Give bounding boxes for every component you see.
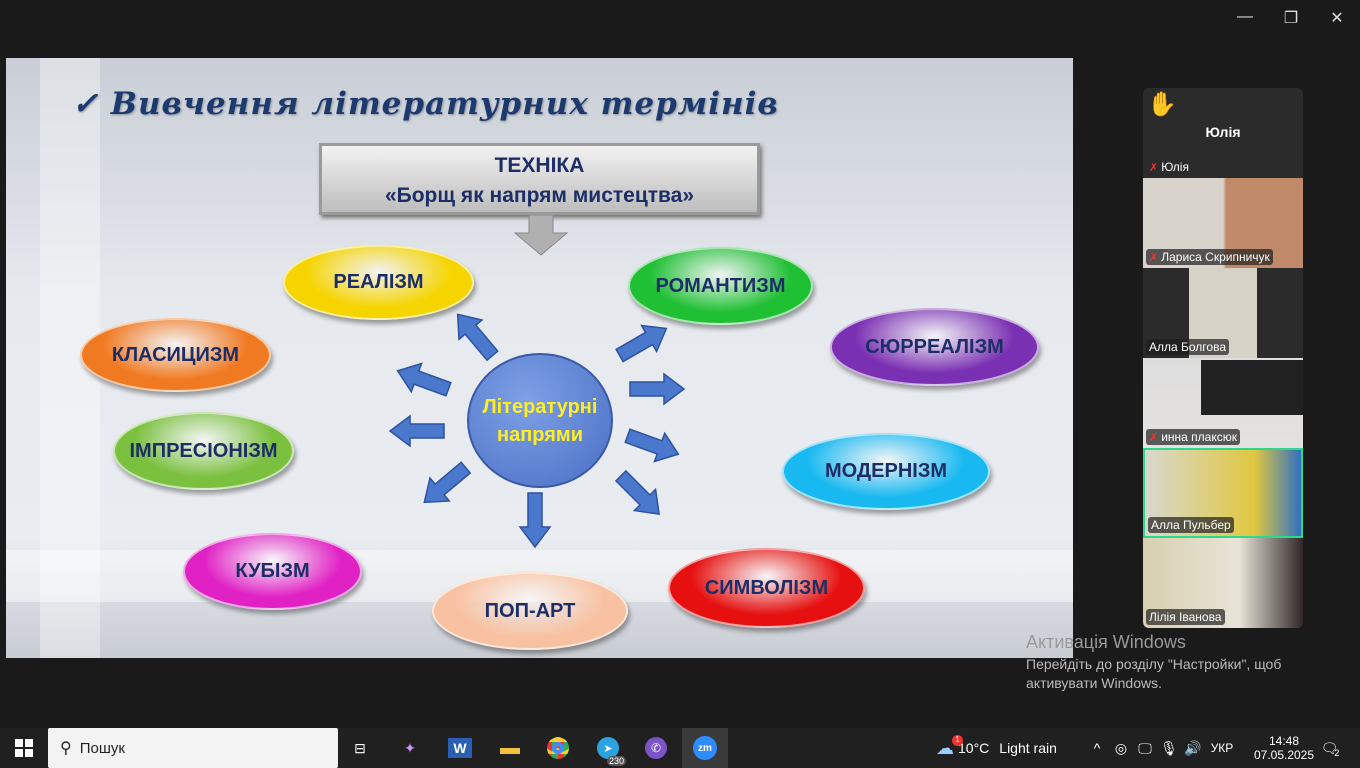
technique-title: ТЕХНІКА (494, 154, 585, 177)
center-circle: Літературні напрями (467, 353, 613, 488)
search-icon: ⚲ (60, 740, 72, 757)
technique-box: ТЕХНІКА «Борщ як напрям мистецтва» (319, 143, 760, 215)
participant-name: инна плаксюк (1161, 430, 1237, 444)
file-explorer-icon[interactable]: ▬ (500, 736, 520, 759)
chrome-icon[interactable] (544, 728, 572, 768)
watermark-text: активувати Windows. (1026, 675, 1162, 691)
movement-ellipse: СИМВОЛІЗМ (668, 548, 865, 628)
movement-label: СЮРРЕАЛІЗМ (865, 335, 1004, 358)
mic-muted-icon: ✗ (1149, 162, 1159, 174)
telegram-badge: 230 (606, 756, 626, 766)
word-icon[interactable]: W (448, 738, 472, 758)
movement-ellipse: РЕАЛІЗМ (283, 245, 474, 320)
participant-tile[interactable]: Лілія Іванова (1143, 538, 1303, 628)
cloud-rain-icon: ☁ (936, 737, 954, 758)
arrow-icon (518, 492, 552, 549)
participant-tile[interactable]: ✗инна плаксюк (1143, 358, 1303, 448)
arrow-icon (614, 469, 660, 515)
technique-subtitle: «Борщ як напрям мистецтва» (384, 184, 695, 207)
network-icon[interactable]: 🖵 (1138, 739, 1152, 756)
participant-tile[interactable]: ✗Лариса Скрипничук (1143, 178, 1303, 268)
arrow-icon (388, 414, 445, 448)
movement-label: СИМВОЛІЗМ (704, 576, 829, 599)
participant-name: Алла Пульбер (1151, 518, 1231, 532)
activation-watermark: Активація Windows Перейдіть до розділу "… (1026, 632, 1281, 691)
participant-name: Лариса Скрипничук (1161, 250, 1270, 264)
time: 14:48 (1268, 734, 1300, 748)
movement-label: МОДЕРНІЗМ (824, 460, 948, 482)
weather-badge: 1 (952, 735, 963, 746)
search-box[interactable]: ⚲ Пошук (48, 728, 338, 768)
task-view-icon[interactable]: ⊟ (354, 739, 366, 756)
arrow-icon (396, 362, 452, 397)
notification-count: 2 (1334, 748, 1340, 758)
language-indicator[interactable]: УКР (1210, 741, 1234, 755)
movement-ellipse: СЮРРЕАЛІЗМ (830, 308, 1039, 386)
down-arrow-icon (513, 215, 569, 256)
telegram-icon[interactable]: ➤230 (594, 728, 626, 768)
movement-label: РОМАНТИЗМ (655, 274, 786, 297)
participant-tile[interactable]: ✋ Юлія ✗Юлія (1143, 88, 1303, 178)
copilot-icon[interactable]: ✦ (404, 739, 416, 756)
movement-ellipse: ІМПРЕСІОНІЗМ (113, 412, 294, 490)
notifications-icon[interactable]: 🗨2 (1320, 739, 1340, 759)
zoom-app-icon[interactable]: zm (682, 728, 728, 768)
shared-slide: ✓ Вивчення літературних термінів ТЕХНІКА… (6, 58, 1073, 658)
arrow-icon (624, 428, 680, 463)
movement-label: ІМПРЕСІОНІЗМ (129, 439, 278, 462)
speaker-name: Юлія (1205, 124, 1241, 140)
movement-label: КУБІЗМ (235, 560, 310, 582)
camera-icon[interactable]: ◎ (1114, 739, 1128, 756)
temperature: 10°C (958, 740, 990, 756)
chevron-up-icon[interactable]: ^ (1093, 740, 1101, 756)
center-label: Літературні напрями (482, 395, 598, 446)
maximize-button[interactable]: ❐ (1283, 10, 1299, 27)
participant-name: Лілія Іванова (1149, 610, 1222, 624)
date: 07.05.2025 (1253, 748, 1315, 762)
participant-tile[interactable]: Алла Пульбер (1143, 448, 1303, 538)
movement-label: ПОП-АРТ (484, 599, 576, 622)
arrow-icon (456, 313, 499, 362)
raised-hand-icon: ✋ (1147, 91, 1177, 118)
mic-muted-icon: ✗ (1149, 432, 1159, 444)
microphone-icon[interactable]: 🎙 (1160, 739, 1178, 756)
movement-ellipse: ПОП-АРТ (432, 572, 628, 650)
viber-icon[interactable]: ✆ (642, 728, 670, 768)
weather-text: Light rain (999, 740, 1057, 756)
movement-ellipse: КЛАСИЦИЗМ (80, 318, 271, 392)
participant-tile[interactable]: Алла Болгова (1143, 268, 1303, 358)
arrow-icon (629, 372, 686, 406)
participant-name: Алла Болгова (1149, 340, 1227, 354)
movement-label: РЕАЛІЗМ (333, 271, 424, 293)
volume-icon[interactable]: 🔊 (1184, 739, 1202, 756)
movement-ellipse: МОДЕРНІЗМ (782, 433, 990, 510)
watermark-title: Активація Windows (1026, 632, 1186, 652)
search-placeholder: Пошук (79, 739, 125, 757)
watermark-text: Перейдіть до розділу "Настройки", щоб (1026, 656, 1282, 672)
movement-ellipse: КУБІЗМ (183, 533, 362, 610)
close-button[interactable]: ✕ (1330, 10, 1344, 27)
arrow-icon (423, 461, 472, 504)
windows-icon (15, 739, 33, 757)
movement-ellipse: РОМАНТИЗМ (628, 247, 813, 325)
movement-label: КЛАСИЦИЗМ (111, 343, 240, 366)
minimize-button[interactable]: — (1237, 8, 1253, 25)
participant-name: Юлія (1161, 160, 1189, 174)
mic-muted-icon: ✗ (1149, 252, 1159, 264)
slide-heading: ✓ Вивчення літературних термінів (72, 86, 779, 122)
zoom-logo: zm (693, 736, 717, 760)
arrow-icon (615, 324, 668, 363)
start-button[interactable] (0, 728, 48, 768)
